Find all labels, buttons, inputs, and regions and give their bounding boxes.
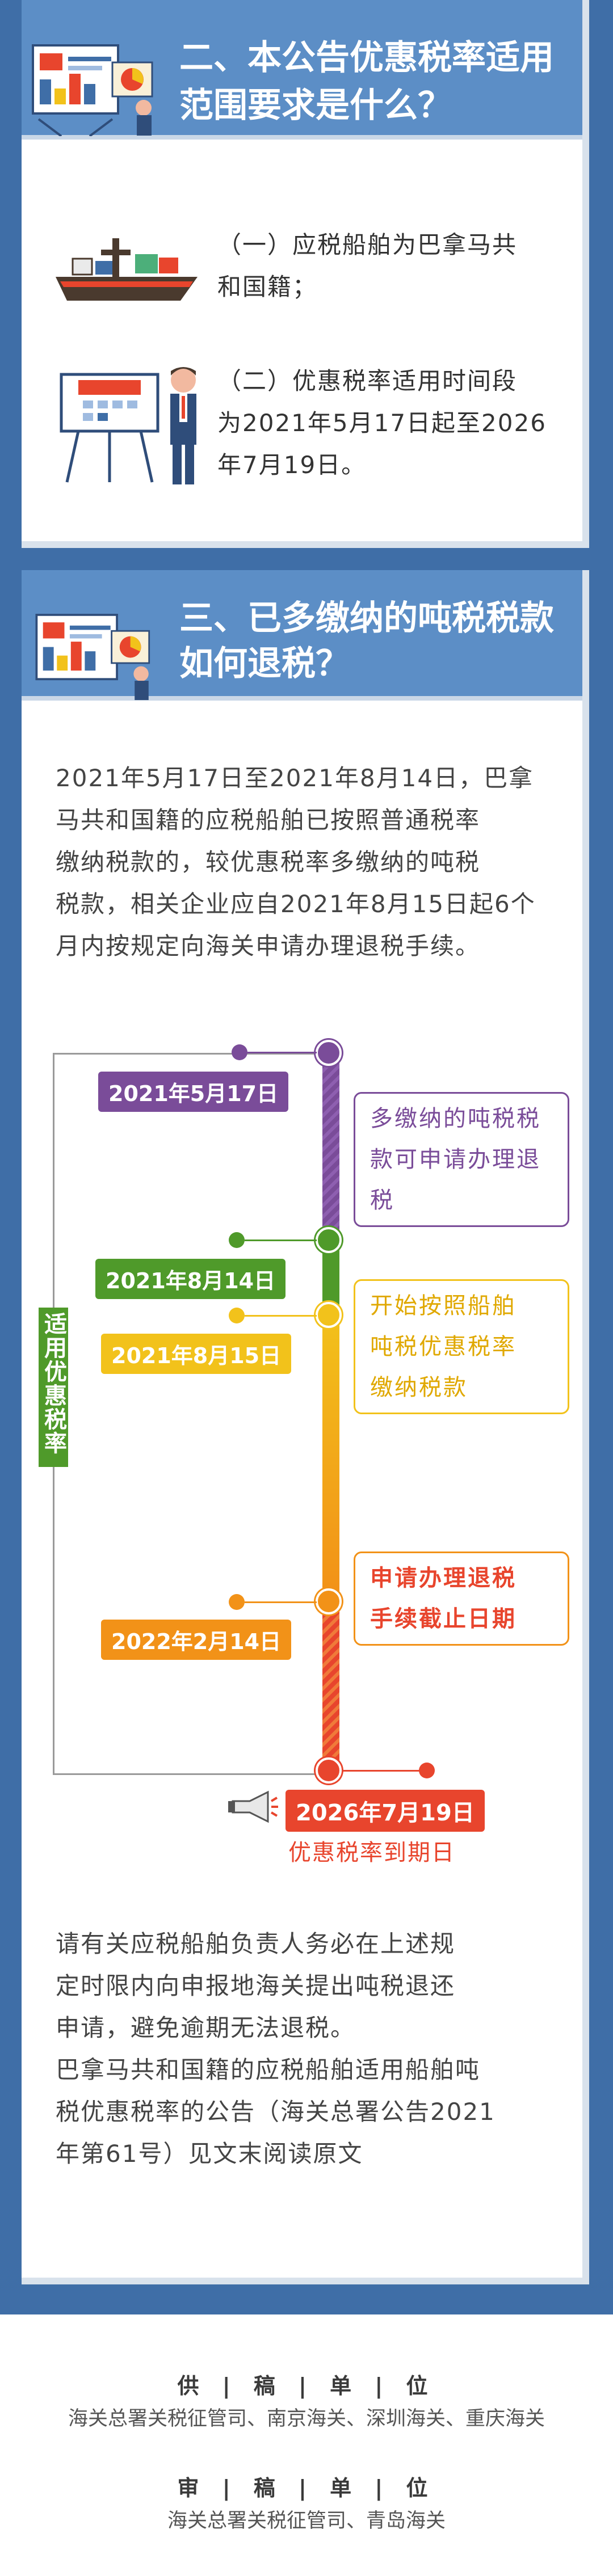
section2-title-line2: 范围要求是什么？ [179,86,452,125]
connector-dot [229,1308,245,1323]
section2-item2: （二）优惠税率适用时间段 为2021年5月17日起至2026 年7月19日。 [217,360,575,486]
section2-item2-line1: （二）优惠税率适用时间段 [217,367,518,395]
review-units: 海关总署关税征管司、青岛海关 [167,2510,446,2532]
closing-line: 税优惠税率的公告（海关总署公告2021 [56,2098,496,2126]
connector-line [342,1770,421,1772]
timeline-node-5 [316,1757,342,1784]
note3-line: 申请办理退税 [370,1565,517,1591]
note2-line: 缴纳税款 [370,1375,468,1401]
connector-line [245,1315,317,1317]
note3-line: 手续截止日期 [370,1606,517,1632]
closing-line: 请有关应税船舶负责人务必在上述规 [56,1930,456,1958]
megaphone-icon [228,1790,278,1823]
connector-line [245,1239,317,1241]
section2-item2-line2: 为2021年5月17日起至2026 [217,409,547,437]
note-refund-deadline: 申请办理退税 手续截止日期 [354,1551,569,1646]
note-start-preferential: 开始按照船舶 吨税优惠税率 缴纳税款 [354,1279,569,1414]
date-label-3: 2021年8月15日 [101,1334,292,1374]
para-line: 马共和国籍的应税船舶已按照普通税率 [56,806,481,834]
timeline-node-1 [316,1040,342,1066]
section2-item1-line2: 和国籍； [217,273,318,301]
applied-rate-text: 适用优惠税率 [40,1312,66,1455]
section2-item2-line3: 年7月19日。 [217,451,367,479]
section2-item1: （一）应税船舶为巴拿马共 和国籍； [217,224,569,308]
note1-line: 税 [370,1187,394,1213]
chart-board-illustration [35,614,150,701]
connector-dot [232,1044,247,1060]
connector-dot [229,1594,245,1610]
note2-line: 吨税优惠税率 [370,1334,517,1360]
note2-line: 开始按照船舶 [370,1293,517,1319]
section2-card: 二、本公告优惠税率适用 范围要求是什么？ （一）应税船舶为巴拿马共 和国籍； [22,0,589,548]
connector-line [247,1052,317,1053]
date-label-1: 2021年5月17日 [98,1072,289,1112]
chart-board-illustration [32,44,153,136]
note1-line: 款可申请办理退 [370,1146,541,1173]
supply-heading: 供 | 稿 | 单 | 位 [177,2373,436,2398]
applied-rate-label: 适用优惠税率 [39,1308,68,1467]
section2-title-line1: 二、本公告优惠税率适用 [179,38,554,78]
date-label-2: 2021年8月14日 [95,1259,286,1299]
section3-title-line1: 三、已多缴纳的吨税税款 [179,598,554,638]
calendar-presenter-illustration [60,367,196,484]
section3-paragraph: 2021年5月17日至2021年8月14日，巴拿 马共和国籍的应税船舶已按照普通… [56,757,566,967]
section3-title-line2: 如何退税？ [179,644,350,684]
section3-card: 三、已多缴纳的吨税税款 如何退税？ 2021年5月17日至2021年8月14日，… [22,570,589,2284]
timeline-node-3 [316,1302,342,1328]
section3-closing: 请有关应税船舶负责人务必在上述规 定时限内向申报地海关提出吨税退还 申请，避免逾… [56,1923,566,2175]
supply-units: 海关总署关税征管司、南京海关、深圳海关、重庆海关 [68,2408,545,2430]
closing-line: 年第61号）见文末阅读原文 [56,2140,363,2168]
section3-header-shadow [22,696,582,701]
timeline-bracket [53,1053,333,1775]
connector-dot [419,1763,435,1778]
closing-line: 巴拿马共和国籍的应税船舶适用船舶吨 [56,2056,481,2084]
footer: 供 | 稿 | 单 | 位 海关总署关税征管司、南京海关、深圳海关、重庆海关 审… [0,2314,613,2576]
note1-line: 多缴纳的吨税税 [370,1106,541,1132]
para-line: 缴纳税款的，较优惠税率多缴纳的吨税 [56,848,481,876]
section2-title: 二、本公告优惠税率适用 范围要求是什么？ [179,34,577,129]
section3-title: 三、已多缴纳的吨税税款 如何退税？ [179,596,577,686]
date-label-5: 2026年7月19日 [285,1790,485,1832]
ship-icon [56,238,198,301]
expiry-caption: 优惠税率到期日 [288,1840,455,1866]
timeline: 适用优惠税率 [22,570,589,2284]
para-line: 月内按规定向海关申请办理退税手续。 [56,932,481,960]
timeline-node-4 [316,1588,342,1614]
section2-item1-line1: （一）应税船舶为巴拿马共 [217,231,518,259]
review-heading: 审 | 稿 | 单 | 位 [177,2476,436,2501]
date-label-4: 2022年2月14日 [101,1620,292,1660]
para-line: 2021年5月17日至2021年8月14日，巴拿 [56,764,534,792]
section2-header-shadow [22,135,582,140]
timeline-node-2 [316,1227,342,1253]
note-refund-eligible: 多缴纳的吨税税 款可申请办理退 税 [354,1092,569,1227]
timeline-bar [322,1053,339,1761]
connector-dot [229,1232,245,1248]
connector-line [245,1601,317,1603]
closing-line: 定时限内向申报地海关提出吨税退还 [56,1972,456,2000]
para-line: 税款，相关企业应自2021年8月15日起6个 [56,890,536,918]
closing-line: 申请，避免逾期无法退税。 [56,2014,356,2042]
